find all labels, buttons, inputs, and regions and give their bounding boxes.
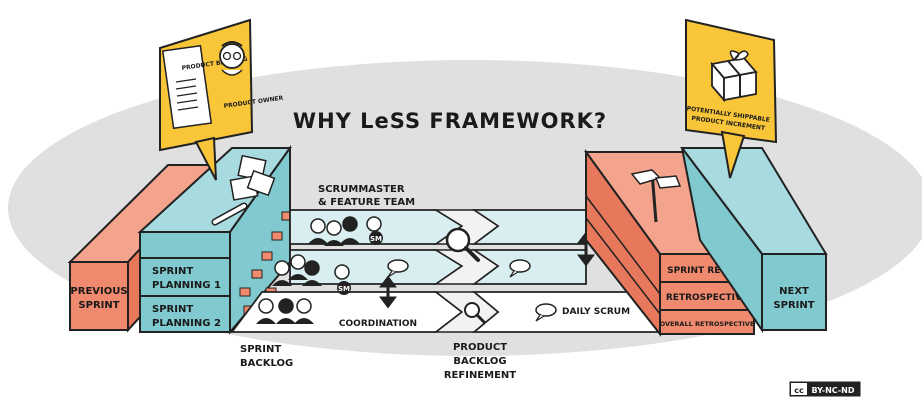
next-sprint-label-line1: NEXT bbox=[779, 286, 809, 297]
sm-badge: SM bbox=[370, 235, 382, 243]
speech-bubble-icon bbox=[509, 259, 531, 278]
speech-bubble-icon bbox=[387, 259, 409, 278]
team-member-icon bbox=[302, 260, 322, 286]
sprint-planning-2-line2: PLANNING 2 bbox=[152, 318, 221, 329]
product-backlog-sign: PRODUCT BACKLOG PRODUCT OWNER bbox=[159, 18, 284, 181]
product-owner-icon bbox=[219, 41, 245, 76]
magnifier-icon bbox=[464, 302, 486, 324]
diagram-title: WHY LeSS FRAMEWORK? bbox=[293, 109, 607, 133]
sprint-planning-1-line1: SPRINT bbox=[152, 266, 193, 277]
sprint-backlog-label-line2: BACKLOG bbox=[240, 358, 293, 369]
scrummaster-icon: SM bbox=[366, 216, 383, 245]
team-member-icon bbox=[288, 254, 308, 280]
daily-scrum-label: DAILY SCRUM bbox=[562, 307, 630, 317]
sprint-review-label: SPRINT REVIEW bbox=[667, 266, 747, 276]
team-member-icon bbox=[324, 220, 344, 246]
scrummaster-label-line1: SCRUMMASTER bbox=[318, 184, 405, 195]
sprint-planning-2-line1: SPRINT bbox=[152, 304, 193, 315]
sprint-planning-1-line2: PLANNING 1 bbox=[152, 280, 221, 291]
product-increment-sign: POTENTIALLY SHIPPABLE PRODUCT INCREMENT bbox=[685, 18, 778, 179]
scrummaster-icon: SM bbox=[334, 264, 351, 295]
refinement-label-line1: PRODUCT bbox=[453, 342, 507, 353]
license-badge: cc BY-NC-ND bbox=[789, 381, 861, 397]
team-member-icon bbox=[256, 298, 276, 324]
refinement-label-line2: BACKLOG bbox=[453, 356, 506, 367]
marker-pen-icon bbox=[211, 202, 248, 226]
magnifier-icon bbox=[445, 227, 480, 262]
sticky-note-icon bbox=[246, 169, 276, 197]
previous-sprint-label-line1: PREVIOUS bbox=[70, 286, 127, 297]
sm-badge: SM bbox=[338, 285, 350, 293]
previous-sprint-label-line2: SPRINT bbox=[78, 300, 119, 311]
speech-bubble-icon bbox=[535, 303, 557, 322]
next-sprint-block: NEXT SPRINT bbox=[679, 147, 828, 334]
signpost-icon bbox=[630, 169, 682, 223]
scrummaster-label-line2: & FEATURE TEAM bbox=[318, 197, 415, 208]
gift-box-icon bbox=[710, 50, 758, 103]
refinement-label-line3: REFINEMENT bbox=[444, 370, 516, 381]
overall-retrospective-label: OVERALL RETROSPECTIVE bbox=[660, 320, 755, 328]
license-text: BY-NC-ND bbox=[811, 386, 854, 395]
team-member-icon bbox=[308, 218, 328, 244]
team-member-icon bbox=[272, 260, 292, 286]
coordination-label: COORDINATION bbox=[339, 319, 417, 329]
next-sprint-label-line2: SPRINT bbox=[773, 300, 814, 311]
cc-icon: cc bbox=[794, 386, 804, 395]
team-member-icon bbox=[294, 298, 314, 324]
sprint-backlog-label-line1: SPRINT bbox=[240, 344, 281, 355]
retrospective-label: RETROSPECTIVE bbox=[666, 293, 748, 303]
team-member-icon bbox=[276, 298, 296, 324]
feature-team-people: SM SM bbox=[256, 216, 383, 324]
team-member-icon bbox=[340, 216, 360, 244]
coordination-arrow-icon bbox=[379, 275, 397, 309]
